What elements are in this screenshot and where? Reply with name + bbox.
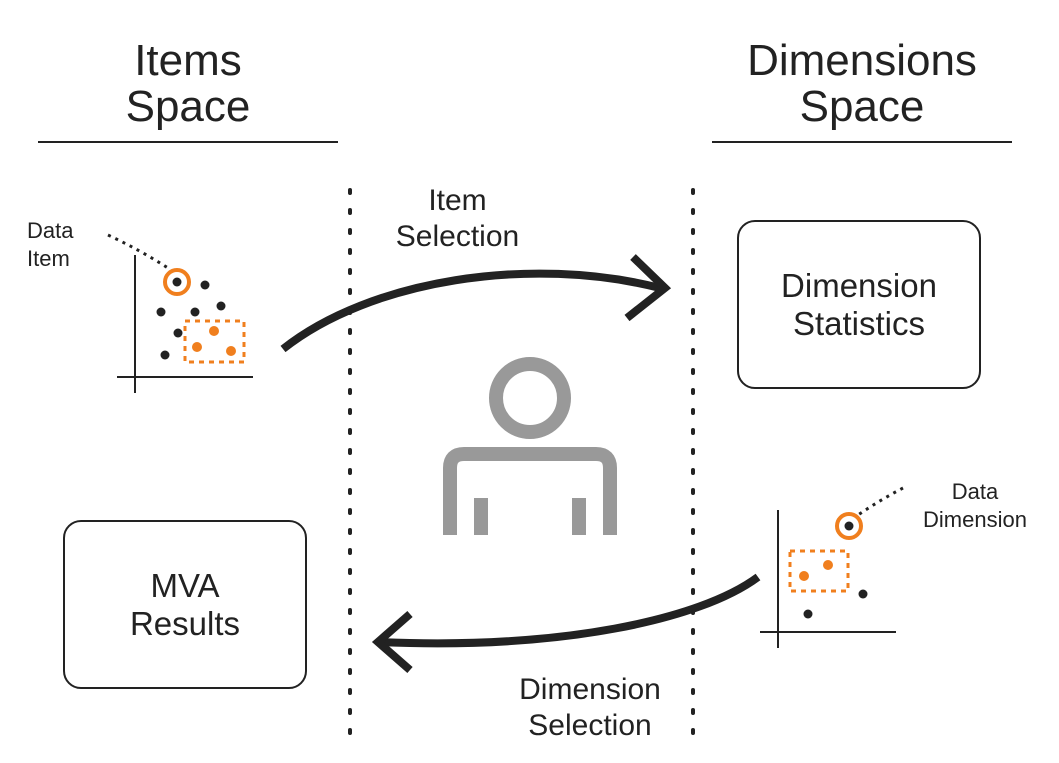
heading-line: Space (125, 82, 251, 131)
item-selection-arrow-icon (280, 254, 672, 353)
box-line: Statistics (792, 304, 926, 342)
annotation-line: Data (951, 479, 999, 504)
user-icon (443, 357, 617, 535)
items-space-heading: Items Space (38, 38, 338, 130)
dimensions-space-heading: Dimensions Space (712, 38, 1012, 130)
heading-line: Items (134, 36, 242, 85)
items-space-rule (38, 141, 338, 143)
annotation-line: Item (27, 246, 70, 271)
item-selection-label: Item Selection (370, 183, 545, 255)
dimensions-scatter-plot-icon (760, 486, 904, 648)
items-scatter-plot-icon (107, 233, 253, 393)
data-dimension-annotation: Data Dimension (920, 478, 1030, 534)
dimension-selection-label: Dimension Selection (495, 672, 685, 744)
annotation-line: Data (27, 218, 74, 243)
data-item-annotation: Data Item (27, 217, 97, 273)
box-line: Results (129, 604, 241, 642)
dimensions-space-rule (712, 141, 1012, 143)
mva-results-box: MVA Results (63, 520, 307, 689)
dimension-statistics-box: Dimension Statistics (737, 220, 981, 389)
heading-line: Dimensions (747, 36, 977, 85)
label-line: Item (428, 184, 487, 217)
heading-line: Space (799, 82, 925, 131)
label-line: Selection (395, 220, 520, 253)
dimension-selection-arrow-icon (371, 573, 761, 674)
box-line: Dimension (781, 266, 937, 304)
box-line: MVA (150, 566, 220, 604)
label-line: Dimension (519, 673, 661, 706)
annotation-line: Dimension (923, 507, 1027, 532)
label-line: Selection (528, 709, 652, 742)
